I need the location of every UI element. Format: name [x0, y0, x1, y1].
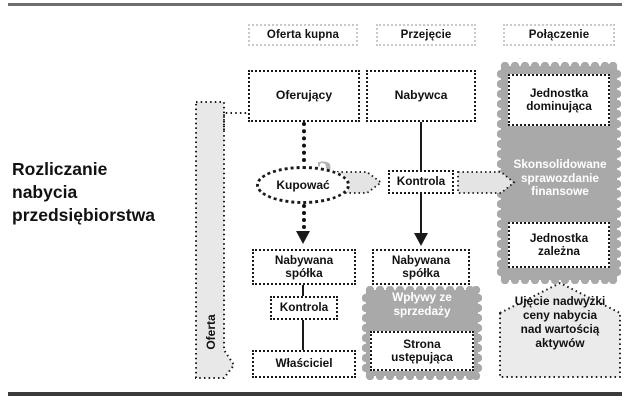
control-label-oferta: Kontrola — [279, 300, 329, 315]
target-company-line-1-oferta: Nabywana — [274, 252, 334, 267]
offer-band-connector — [223, 112, 255, 130]
offeror-label: Oferujący — [275, 88, 333, 103]
selling-party-line-1: Strona — [403, 336, 441, 351]
subsidiary-entity-box: Jednostka zależna — [508, 222, 610, 268]
acquirer-box: Nabywca — [366, 70, 476, 122]
goodwill-line-3: nad wartością — [520, 321, 600, 336]
goodwill-label: Ujęcie nadwyżki ceny nabycia nad wartośc… — [500, 294, 620, 351]
connector-control-to-target-przejecie — [420, 194, 422, 240]
decision-label: Kupować — [276, 178, 330, 192]
parent-entity-line-1: Jednostka — [529, 85, 589, 100]
goodwill-shape — [499, 282, 621, 378]
goodwill-line-1: Ujęcie nadwyżki — [514, 294, 606, 308]
sale-proceeds-line-2: sprzedaży — [393, 303, 451, 318]
control-label-przejecie: Kontrola — [396, 174, 446, 189]
owner-label: Właściciel — [275, 356, 333, 371]
parent-entity-box: Jednostka dominująca — [508, 74, 610, 126]
column-header-oferta-kupna: Oferta kupna — [248, 24, 358, 46]
owner-box: Właściciel — [252, 350, 356, 378]
connector-decision-to-target — [302, 204, 306, 236]
offer-band-label-wrap: Oferta — [196, 215, 226, 349]
connector-offeror-to-decision — [302, 122, 306, 162]
offeror-box: Oferujący — [248, 70, 360, 122]
target-company-line-1-przejecie: Nabywana — [391, 252, 451, 267]
top-rule — [8, 3, 622, 6]
page-title-line-1: Rozliczanie — [12, 159, 108, 179]
page-title-line-3: przedsiębiorstwa — [12, 204, 155, 225]
connector-control-to-owner — [302, 320, 304, 350]
selling-party-line-2: ustępująca — [391, 350, 453, 364]
control-box-oferta: Kontrola — [270, 296, 338, 320]
sale-proceeds-label: Wpływy ze sprzedaży — [368, 290, 476, 325]
column-header-polaczenie: Połączenie — [503, 24, 615, 46]
target-company-line-2-przejecie: spółka — [402, 266, 440, 280]
offer-band-shape — [195, 101, 234, 379]
bottom-rule — [8, 392, 622, 396]
column-header-przejecie: Przejęcie — [376, 24, 476, 46]
goodwill-line-2: ceny nabycia — [522, 307, 598, 322]
connector-acquirer-to-control — [420, 122, 422, 170]
consolidated-line-1: Skonsolidowane — [513, 157, 607, 171]
acquirer-label: Nabywca — [394, 88, 448, 103]
connector-target-to-control-oferta — [302, 285, 304, 296]
consolidated-line-2: sprawozdanie — [520, 170, 599, 185]
page-title: Rozliczanie nabycia przedsiębiorstwa — [12, 158, 192, 226]
goodwill-line-4: aktywów — [535, 335, 585, 350]
parent-entity-line-2: dominująca — [526, 99, 592, 113]
control-box-przejecie: Kontrola — [388, 170, 454, 194]
arrowhead-przejecie — [414, 233, 428, 246]
consolidated-line-3: finansowe — [531, 184, 589, 199]
decision-ellipse: Kupować — [256, 166, 350, 204]
subsidiary-line-2: zależna — [538, 244, 580, 258]
chevron-arrow-right — [457, 171, 516, 194]
selling-party-box: Strona ustępująca — [370, 331, 474, 371]
sale-proceeds-line-1: Wpływy ze — [392, 290, 452, 304]
subsidiary-line-1: Jednostka — [529, 230, 589, 245]
target-company-box-oferta: Nabywana spółka — [252, 249, 356, 285]
offer-band-label: Oferta — [204, 314, 218, 350]
page-title-line-2: nabycia — [12, 181, 78, 202]
target-company-box-przejecie: Nabywana spółka — [372, 249, 470, 285]
target-company-line-2-oferta: spółka — [285, 266, 323, 280]
consolidated-statement-label: Skonsolidowane sprawozdanie finansowe — [505, 157, 615, 216]
arrowhead-oferta-kupna — [296, 231, 310, 244]
